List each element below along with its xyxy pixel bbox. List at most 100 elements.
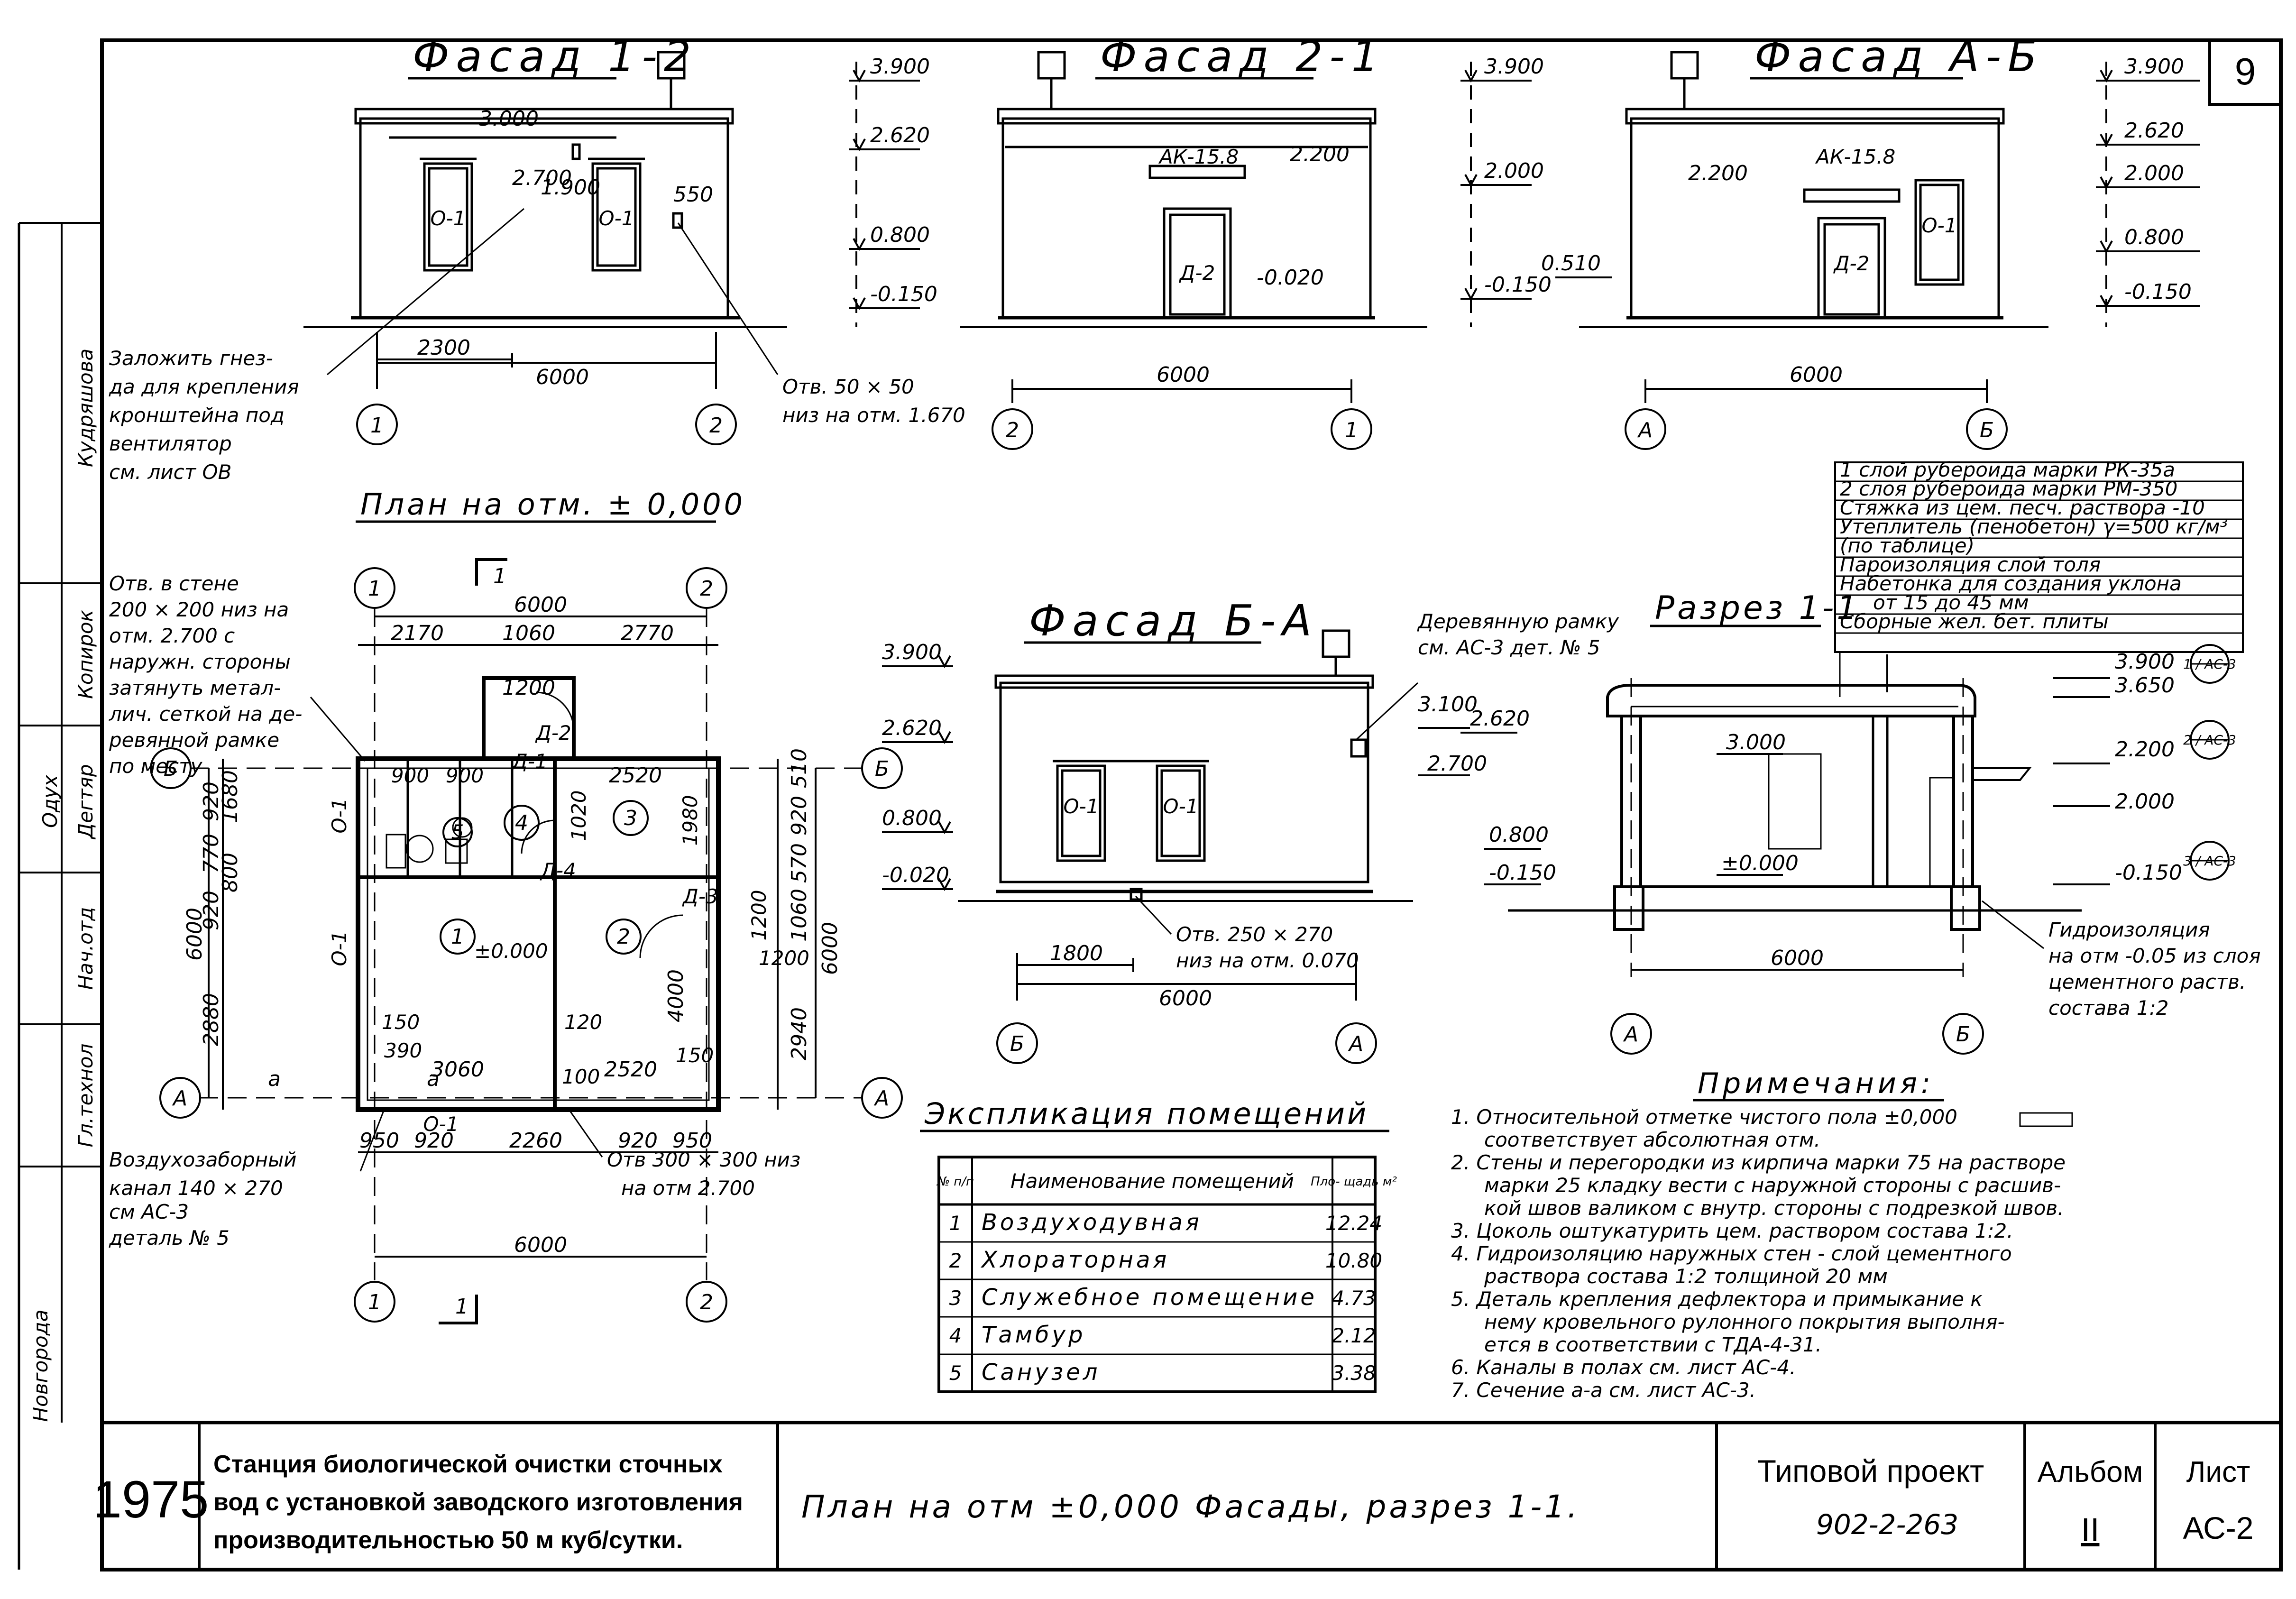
room-number: 2	[617, 925, 630, 949]
door-mark: Д-4	[540, 859, 576, 882]
mark: 2.200	[1290, 142, 1350, 166]
axis-label: Б	[1010, 1032, 1024, 1056]
note-line: см. АС-3 дет. № 5	[1418, 636, 1600, 659]
window-mark: О-1	[599, 207, 634, 230]
axis-label: 2	[700, 577, 713, 601]
door-mark: Д-2	[1833, 252, 1870, 275]
level-value: 2.000	[2115, 790, 2175, 814]
side-stamp-name: Кудряшова	[74, 349, 97, 467]
layer-line: Пароизоляция слой толя	[1840, 553, 2101, 576]
table-cell-name: Служебное помещение	[982, 1284, 1317, 1311]
axis-label: А	[172, 1086, 187, 1111]
table-cell-area: 2.12	[1332, 1324, 1376, 1347]
table-cell-area: 12.24	[1325, 1212, 1382, 1235]
note-line: нему кровельного рулонного покрытия выпо…	[1484, 1310, 2005, 1333]
note-line: канал 140 × 270	[109, 1176, 283, 1200]
mark: -0.020	[1257, 266, 1324, 290]
notes-title: Примечания:	[1698, 1067, 1934, 1100]
table-cell-number: 3	[949, 1287, 962, 1310]
level-value: ±0.000	[1721, 851, 1799, 875]
note-line: низ на отм. 0.070	[1176, 949, 1359, 972]
facade-2-1: Фасад 2-1 Д-2 АК-15.8 2.200 -0.020 3.900…	[960, 32, 1552, 450]
note-line: Гидроизоляция	[2048, 918, 2210, 941]
mark: 2.700	[1427, 752, 1487, 776]
layer-line: 2 слоя рубероида марки РМ-350	[1840, 477, 2177, 500]
facade-a-b-title: Фасад А-Б	[1754, 32, 2044, 82]
dim: 900	[446, 764, 484, 787]
section-title: Разрез 1-1	[1655, 589, 1860, 627]
dim: 150	[382, 1011, 420, 1034]
note-line: низ на отм. 1.670	[782, 404, 965, 427]
door-mark: Д-1	[511, 750, 548, 773]
note-line: см АС-3	[109, 1200, 189, 1223]
level-value: 2.620	[882, 716, 942, 740]
note-line: на отм 2.700	[621, 1176, 755, 1200]
level-value: -0.150	[1484, 273, 1552, 297]
dim: 920	[618, 1129, 658, 1153]
level-value: -0.020	[882, 863, 949, 887]
note-line: деталь № 5	[109, 1226, 230, 1250]
plan-title: План на отм. ± 0,000	[360, 487, 745, 522]
dim: 6000	[514, 1233, 567, 1257]
table-header: Наименование помещений	[1010, 1169, 1294, 1193]
level-value: 0.800	[1489, 823, 1549, 847]
side-stamp-name: Одух	[38, 774, 62, 828]
side-stamp-bottom: Новгорода	[29, 1310, 52, 1422]
room-number: 4	[515, 811, 528, 835]
dim: 1200	[502, 676, 555, 700]
facade-1-2: Фасад 1-2 3.000 О-1 О-1 2.700 1.900 550 …	[109, 32, 965, 484]
note-line: состава 1:2	[2048, 996, 2169, 1020]
dim: 6000	[183, 908, 207, 961]
dim: 770	[199, 834, 223, 873]
room-number: 5	[451, 820, 464, 844]
dim: 1020	[567, 790, 590, 841]
note-line: лич. сеткой на де-	[109, 702, 302, 726]
dim: 800	[218, 853, 242, 892]
dim: 2880	[199, 993, 223, 1046]
facade-b-a: Фасад Б-А О-1 О-1 3.900 2.620 0.800 -0.0…	[882, 596, 1619, 1064]
note-line: 2. Стены и перегородки из кирпича марки …	[1451, 1151, 2066, 1174]
table-cell-area: 3.38	[1332, 1361, 1376, 1385]
note-line: 1. Относительной отметке чистого пола ±0…	[1451, 1105, 1957, 1129]
facade-2-1-title: Фасад 2-1	[1100, 32, 1385, 82]
axis-label: 2	[700, 1290, 713, 1314]
facade-1-2-title: Фасад 1-2	[413, 32, 698, 82]
explication-table: Экспликация помещений № п/п Наименование…	[920, 1096, 1397, 1393]
room-number: 1	[451, 925, 464, 949]
level-value: 2.000	[1484, 159, 1544, 183]
note-line: 3. Цоколь оштукатурить цем. раствором со…	[1451, 1219, 2013, 1242]
sheet-number: 9	[2235, 50, 2256, 92]
axis-label: 1	[370, 414, 384, 438]
dim: 900	[391, 764, 429, 787]
note-line: раствора состава 1:2 толщиной 20 мм	[1484, 1265, 1888, 1288]
table-header: Пло- щадь м²	[1311, 1175, 1397, 1189]
year: 1975	[93, 1470, 209, 1529]
note-line: ется в соответствии с ТДА-4-31.	[1484, 1333, 1822, 1356]
dim: 1200	[759, 947, 809, 970]
dim: 1980	[679, 795, 702, 846]
axis-label: А	[1623, 1022, 1638, 1047]
level-mark: 550	[673, 183, 713, 207]
level-value: 3.900	[2115, 650, 2175, 674]
note-line: на отм -0.05 из слоя	[2048, 944, 2261, 967]
typical-project-label: Типовой проект	[1757, 1453, 1984, 1489]
window-mark: О-1	[1064, 795, 1099, 818]
note-line: цементного раств.	[2048, 970, 2246, 993]
mark: 0.510	[1541, 251, 1601, 276]
dim: 6000	[1771, 946, 1824, 970]
table-cell-name: Воздуходувная	[982, 1209, 1202, 1236]
explication-title: Экспликация помещений	[924, 1096, 1368, 1131]
note-line: 6. Каналы в полах см. лист АС-4.	[1451, 1356, 1796, 1379]
note-line: затянуть метал-	[109, 676, 281, 699]
level-value: 2.200	[2115, 737, 2175, 762]
table-cell-number: 2	[949, 1249, 962, 1272]
note-line: 200 × 200 низ на	[109, 598, 289, 621]
dim: 920	[199, 891, 223, 930]
section-a-mark: а	[427, 1067, 440, 1091]
axis-label: 2	[709, 414, 723, 438]
dim: 150	[676, 1044, 714, 1067]
layer-line: (по таблице)	[1840, 534, 1975, 557]
dim: 6000	[818, 922, 842, 975]
